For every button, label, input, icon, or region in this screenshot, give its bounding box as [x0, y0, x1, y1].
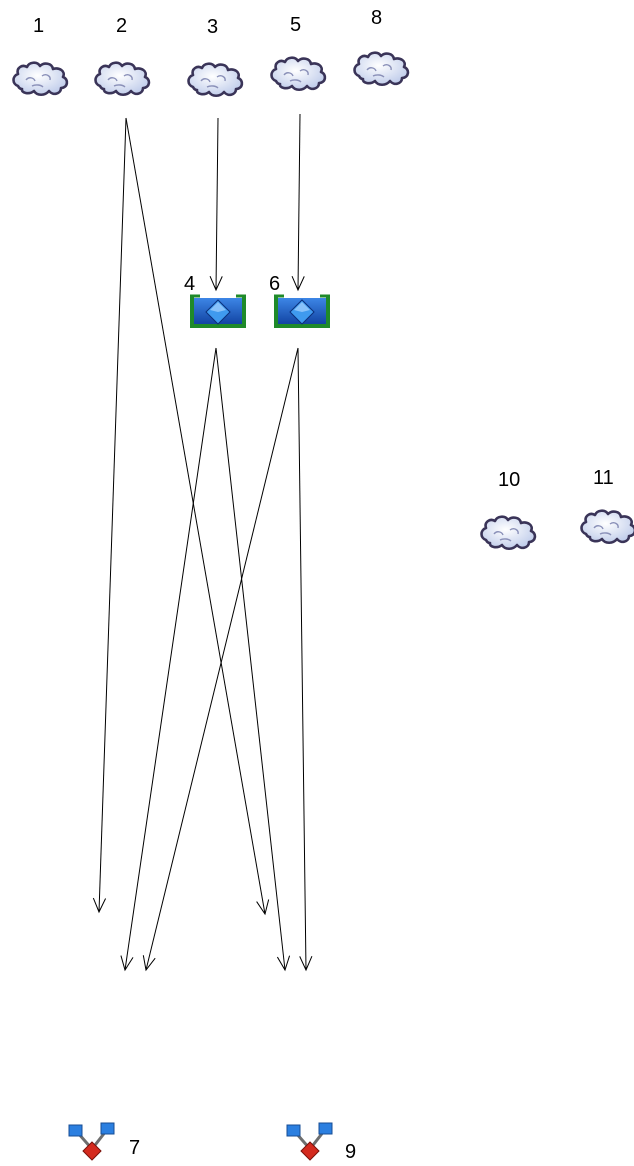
nodes-layer	[12, 51, 634, 1161]
edge-4-to-7	[120, 347, 217, 972]
cloud-icon-5[interactable]	[270, 56, 327, 92]
arrowhead	[209, 276, 223, 292]
arrowhead	[142, 955, 156, 972]
edges-layer	[92, 113, 313, 972]
edge-6-to-7	[142, 347, 299, 972]
node-label-10: 10	[498, 469, 520, 491]
node-label-11: 11	[593, 467, 614, 489]
cloud-icon-1[interactable]	[12, 61, 69, 97]
reservoir-icon-4[interactable]	[190, 294, 246, 328]
node-label-7: 7	[129, 1137, 140, 1159]
node-label-5: 5	[290, 14, 301, 36]
edge-6-to-9	[297, 347, 313, 972]
arrowhead	[256, 899, 270, 916]
junction-icon-9[interactable]	[286, 1122, 333, 1161]
node-label-8: 8	[371, 7, 382, 29]
node-label-2: 2	[116, 15, 127, 37]
arrowhead	[299, 956, 313, 972]
edge-5-to-6	[291, 113, 305, 292]
edge-4-to-9	[215, 347, 291, 972]
arrowhead	[291, 276, 305, 292]
edge-2-to-7	[92, 117, 127, 914]
arrowhead	[120, 955, 134, 972]
edge-3-to-4	[209, 117, 223, 292]
cloud-icon-2[interactable]	[94, 61, 151, 97]
labels-layer: 1 2 3 5 8 4 6 10 11 7 9	[33, 7, 614, 1163]
cloud-icon-3[interactable]	[187, 62, 244, 98]
cloud-icon-10[interactable]	[480, 515, 537, 551]
node-label-3: 3	[207, 16, 218, 38]
edge-2-to-9	[125, 117, 270, 916]
node-label-4: 4	[184, 273, 195, 295]
arrowhead	[276, 955, 291, 972]
node-label-9: 9	[345, 1141, 356, 1163]
node-label-6: 6	[269, 273, 280, 295]
node-label-1: 1	[33, 15, 44, 37]
cloud-icon-11[interactable]	[580, 509, 634, 545]
cloud-icon-8[interactable]	[353, 51, 410, 87]
junction-icon-7[interactable]	[68, 1122, 115, 1161]
arrowhead	[92, 897, 107, 914]
reservoir-icon-6[interactable]	[274, 294, 330, 328]
